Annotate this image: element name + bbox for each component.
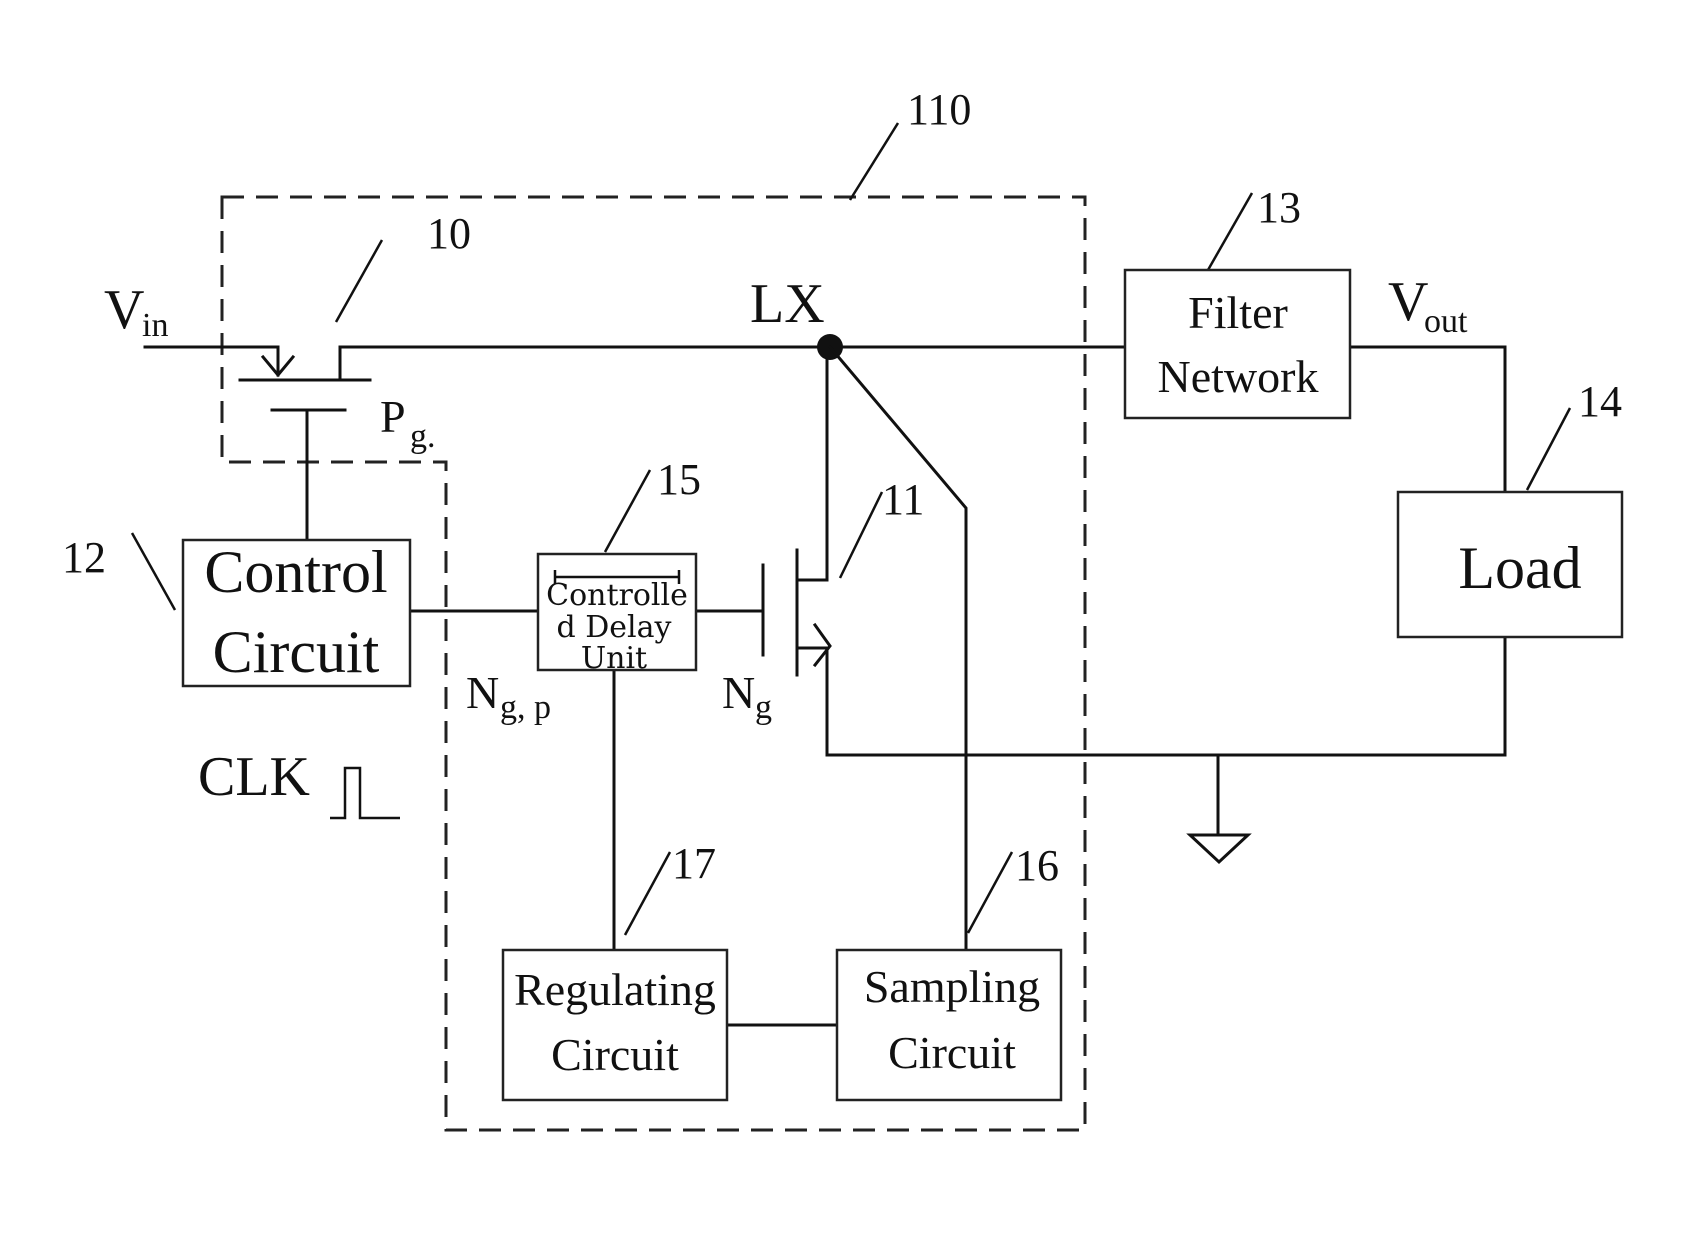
vin-label: V bbox=[104, 279, 144, 341]
regulating-circuit-label-1: Regulating bbox=[514, 964, 716, 1015]
sampling-circuit-label-2: Circuit bbox=[888, 1027, 1016, 1078]
leader-13 bbox=[1208, 193, 1252, 270]
leader-11 bbox=[840, 492, 882, 578]
control-circuit-label-1: Control bbox=[204, 539, 387, 605]
ref-10: 10 bbox=[427, 209, 471, 258]
leader-12 bbox=[132, 533, 175, 610]
ref-110: 110 bbox=[907, 85, 971, 134]
delay-unit-label-1: Controlle bbox=[546, 578, 688, 613]
ng-label: N bbox=[722, 667, 755, 718]
delay-unit-label-2: d Delay bbox=[557, 610, 672, 645]
ref-14: 14 bbox=[1578, 377, 1622, 426]
leader-17 bbox=[625, 852, 670, 935]
ref-17: 17 bbox=[672, 839, 716, 888]
ground-bus-wire bbox=[827, 637, 1505, 755]
ground-symbol bbox=[1190, 835, 1248, 862]
sampling-circuit-label-1: Sampling bbox=[864, 961, 1040, 1012]
leader-15 bbox=[605, 470, 650, 552]
ref-13: 13 bbox=[1257, 183, 1301, 232]
clk-pulse bbox=[330, 768, 400, 818]
nmos-drain-wire bbox=[797, 347, 827, 580]
delay-unit-label-3: Unit bbox=[581, 641, 647, 676]
ref-15: 15 bbox=[657, 455, 701, 504]
vout-label: V bbox=[1388, 271, 1428, 333]
leader-14 bbox=[1527, 408, 1570, 490]
vout-sub: out bbox=[1424, 303, 1468, 340]
ngp-sub: g, p bbox=[500, 689, 551, 726]
filter-network-label-2: Network bbox=[1158, 351, 1319, 402]
vin-sub: in bbox=[142, 307, 168, 344]
ref-12: 12 bbox=[62, 533, 106, 582]
regulating-circuit-label-2: Circuit bbox=[551, 1029, 679, 1080]
leader-10 bbox=[336, 240, 382, 322]
ref-16: 16 bbox=[1015, 841, 1059, 890]
clk-label: CLK bbox=[198, 746, 310, 808]
lx-label: LX bbox=[750, 273, 825, 335]
pg-label: P bbox=[380, 391, 406, 442]
vout-wire bbox=[1350, 347, 1505, 492]
leader-16 bbox=[968, 852, 1012, 933]
load-label: Load bbox=[1458, 535, 1581, 601]
lx-to-sampling-wire bbox=[830, 347, 966, 950]
leader-110 bbox=[850, 123, 898, 200]
ng-sub: g bbox=[755, 689, 772, 726]
control-circuit-label-2: Circuit bbox=[213, 619, 380, 685]
ref-11: 11 bbox=[882, 475, 924, 524]
ngp-label: N bbox=[466, 667, 499, 718]
pmos-drain-wire bbox=[340, 347, 830, 380]
filter-network-label-1: Filter bbox=[1188, 287, 1288, 338]
pg-sub: g. bbox=[410, 418, 436, 455]
